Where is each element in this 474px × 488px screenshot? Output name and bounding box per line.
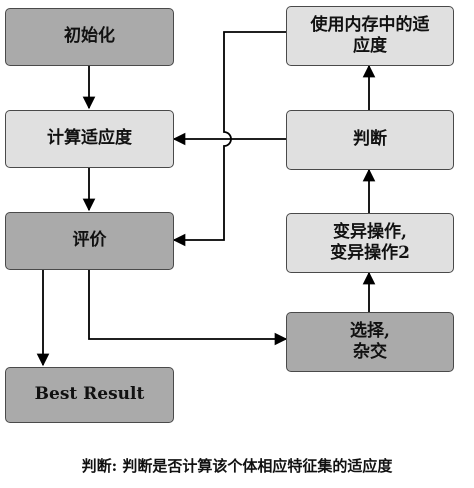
use-memory-fitness-node: 使用内存中的适 应度 — [286, 6, 454, 66]
caption: 判断: 判断是否计算该个体相应特征集的适应度 — [81, 457, 393, 475]
mutation-node: 变异操作, 变异操作2 — [286, 213, 454, 273]
compute-fitness-label: 计算适应度 — [47, 128, 132, 149]
judge-node: 判断 — [286, 110, 454, 170]
mutation-line1: 变异操作, — [333, 221, 407, 242]
selection-line1: 选择, — [350, 320, 390, 341]
mutation-line2: 变异操作2 — [330, 243, 410, 263]
evaluate-label: 评价 — [72, 230, 107, 251]
evaluate-node: 评价 — [5, 212, 174, 270]
use-memory-fitness-line2: 应度 — [353, 36, 387, 56]
compute-fitness-node: 计算适应度 — [5, 110, 174, 168]
edge-memory-to-evaluate — [172, 31, 286, 247]
selection-line2: 杂交 — [353, 342, 387, 362]
judge-label: 判断 — [353, 129, 387, 150]
init-node: 初始化 — [5, 8, 174, 66]
best-result-label: Best Result — [34, 384, 145, 405]
edge-evaluate-to-selection — [88, 270, 288, 346]
best-result-node: Best Result — [5, 367, 174, 423]
init-label: 初始化 — [64, 26, 115, 47]
selection-node: 选择, 杂交 — [286, 312, 454, 372]
use-memory-fitness-line1: 使用内存中的适 — [310, 14, 430, 35]
